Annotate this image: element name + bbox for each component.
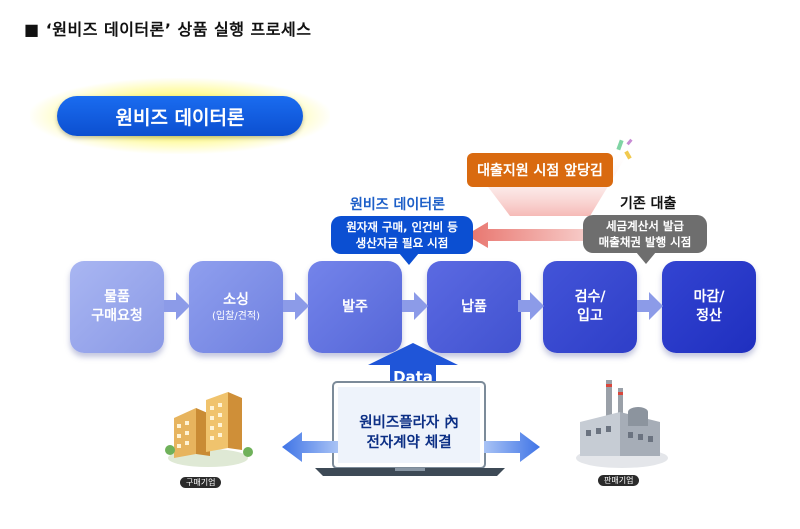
arrow-to-seller — [484, 432, 540, 462]
seller-tag: 판매기업 — [598, 468, 640, 487]
page-title: ■ ‘원비즈 데이터론’ 상품 실행 프로세스 — [24, 20, 312, 39]
step-delivery: 납품 — [427, 261, 521, 353]
data-up-arrow — [368, 343, 458, 393]
step-label: 소싱 — [223, 291, 249, 308]
step-label: 납품 — [461, 298, 487, 315]
new-point-label: 원비즈 데이터론 — [350, 197, 446, 213]
new-point-pointer — [399, 253, 419, 265]
flow-arrow-icon — [283, 292, 309, 320]
laptop-line: 원비즈플라자 內 — [359, 415, 459, 431]
flow-arrow-icon — [518, 292, 544, 320]
flow-arrow-icon — [164, 292, 190, 320]
new-point-line: 생산자금 필요 시점 — [355, 236, 449, 250]
laptop-caption: 원비즈플라자 內 전자계약 체결 — [338, 413, 480, 453]
advance-arrow — [466, 222, 588, 248]
old-point-pointer — [636, 252, 656, 264]
step-label: 검수/ — [574, 289, 606, 305]
step-purchase-request: 물품 구매요청 — [70, 261, 164, 353]
laptop-icon — [315, 381, 505, 476]
seller-factory-icon — [576, 380, 668, 468]
step-label: 발주 — [342, 298, 368, 315]
new-point-line: 원자재 구매, 인건비 등 — [346, 220, 458, 234]
step-label: 정산 — [696, 308, 722, 324]
step-settlement: 마감/ 정산 — [662, 261, 756, 353]
old-point-line: 세금계산서 발급 — [605, 219, 685, 233]
step-label: 마감/ — [693, 289, 725, 305]
step-inspection: 검수/ 입고 — [543, 261, 637, 353]
step-sourcing: 소싱 (입찰/견적) — [189, 261, 283, 353]
step-sublabel: (입찰/견적) — [212, 310, 260, 322]
buyer-tag-label: 구매기업 — [180, 477, 222, 488]
buyer-building-icon — [165, 392, 253, 467]
buyer-tag: 구매기업 — [180, 470, 222, 489]
old-point-callout: 세금계산서 발급 매출채권 발행 시점 — [583, 215, 707, 253]
brand-pill: 원비즈 데이터론 — [57, 96, 303, 136]
arrow-to-buyer — [282, 432, 338, 462]
old-point-line: 매출채권 발행 시점 — [598, 235, 692, 249]
flow-arrow-icon — [637, 292, 663, 320]
step-label: 물품 — [104, 289, 130, 305]
new-point-callout: 원자재 구매, 인건비 등 생산자금 필요 시점 — [331, 216, 473, 254]
step-label: 구매요청 — [91, 308, 143, 324]
seller-tag-label: 판매기업 — [598, 475, 640, 486]
laptop-line: 전자계약 체결 — [366, 435, 452, 451]
old-point-label: 기존 대출 — [620, 196, 677, 212]
step-label: 입고 — [577, 308, 603, 324]
step-order: 발주 — [308, 261, 402, 353]
highlight-box: 대출지원 시점 앞당김 — [467, 153, 613, 187]
flow-arrow-icon — [402, 292, 428, 320]
